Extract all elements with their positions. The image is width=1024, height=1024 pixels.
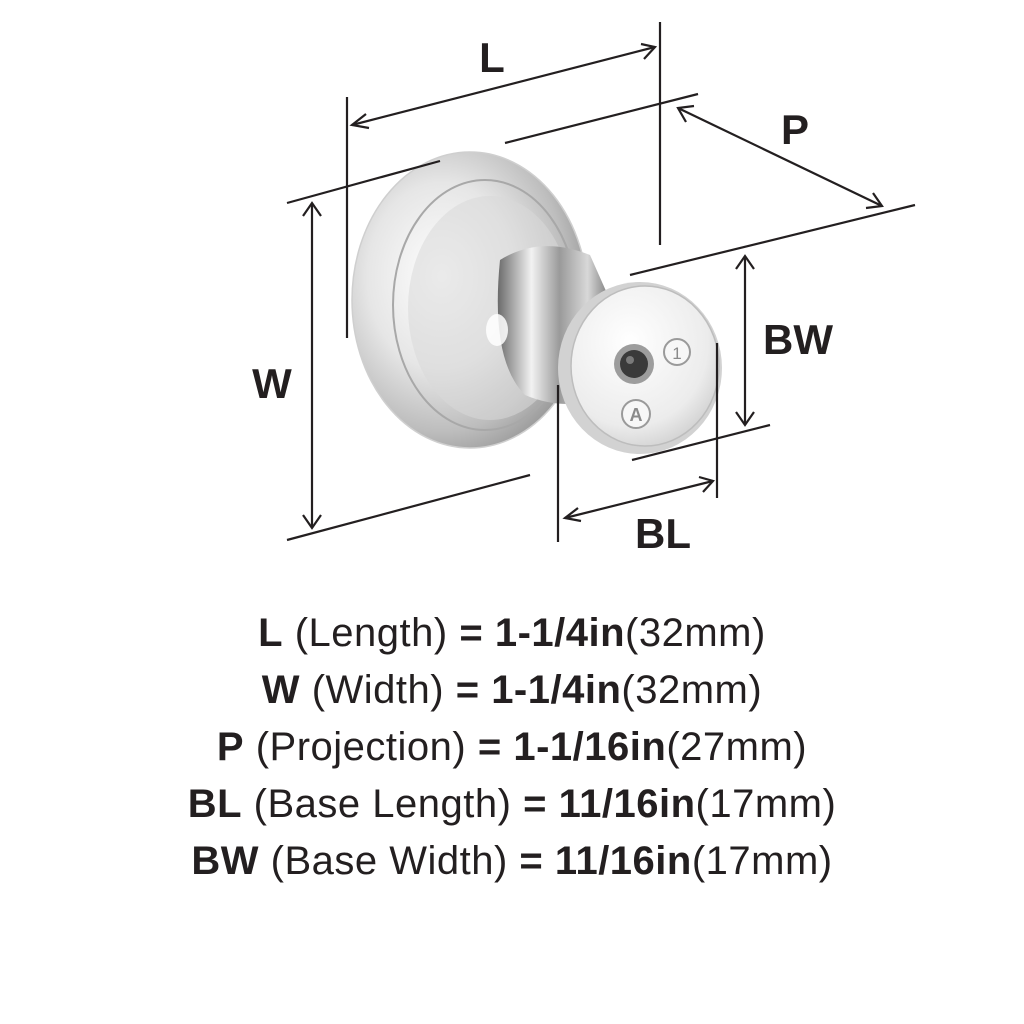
spec-description: (Base Length) xyxy=(253,782,512,826)
spec-description: (Base Width) xyxy=(270,839,508,883)
projection-dimension: P xyxy=(676,104,884,210)
spec-row: W (Width) = 1-1/4in(32mm) xyxy=(0,662,1024,719)
stamp-letter: A xyxy=(630,405,643,425)
length-label: L xyxy=(479,34,505,81)
base-length-dimension: BL xyxy=(562,475,716,557)
spec-metric-value: (32mm) xyxy=(621,668,763,712)
spec-description: (Width) xyxy=(311,668,445,712)
spec-imperial-value: 1-1/16in xyxy=(513,725,667,769)
spec-equals: = xyxy=(459,611,484,655)
spec-code: BW xyxy=(191,839,259,883)
spec-code: W xyxy=(261,668,301,712)
stamp-number: 1 xyxy=(672,344,681,363)
spec-imperial-value: 11/16in xyxy=(558,782,696,826)
spec-description: (Length) xyxy=(294,611,448,655)
spec-equals: = xyxy=(519,839,544,883)
stamp-number-icon: 1 xyxy=(663,338,691,366)
width-label: W xyxy=(252,360,292,407)
width-dimension: W xyxy=(252,201,322,530)
spec-metric-value: (27mm) xyxy=(666,725,808,769)
spec-row: L (Length) = 1-1/4in(32mm) xyxy=(0,605,1024,662)
spec-code: BL xyxy=(187,782,243,826)
spec-equals: = xyxy=(523,782,547,826)
dimension-spec-list: L (Length) = 1-1/4in(32mm)W (Width) = 1-… xyxy=(0,605,1024,890)
spec-equals: = xyxy=(477,725,502,769)
spec-imperial-value: 1-1/4in xyxy=(494,611,626,655)
spec-equals: = xyxy=(455,668,480,712)
stamp-logo-icon: A xyxy=(621,399,651,429)
spec-row: BL (Base Length) = 11/16in(17mm) xyxy=(0,776,1024,833)
spec-metric-value: (17mm) xyxy=(695,782,837,826)
spec-metric-value: (17mm) xyxy=(691,839,833,883)
projection-label: P xyxy=(781,106,809,153)
spec-row: P (Projection) = 1-1/16in(27mm) xyxy=(0,719,1024,776)
spec-code: P xyxy=(216,725,245,769)
mounting-hole-icon xyxy=(614,344,654,384)
dimension-diagram: 1 A L P W xyxy=(252,22,916,557)
spec-metric-value: (32mm) xyxy=(625,611,766,655)
spec-row: BW (Base Width) = 11/16in(17mm) xyxy=(0,833,1024,890)
spec-imperial-value: 11/16in xyxy=(554,839,692,883)
spec-code: L xyxy=(258,611,284,655)
base-width-dimension: BW xyxy=(735,254,833,427)
spec-imperial-value: 1-1/4in xyxy=(491,668,622,712)
base-length-label: BL xyxy=(635,510,691,557)
knob-face: 1 A xyxy=(558,282,722,454)
extension-lines xyxy=(286,22,916,542)
spec-description: (Projection) xyxy=(255,725,467,769)
base-width-label: BW xyxy=(763,316,833,363)
length-dimension: L xyxy=(349,34,658,130)
